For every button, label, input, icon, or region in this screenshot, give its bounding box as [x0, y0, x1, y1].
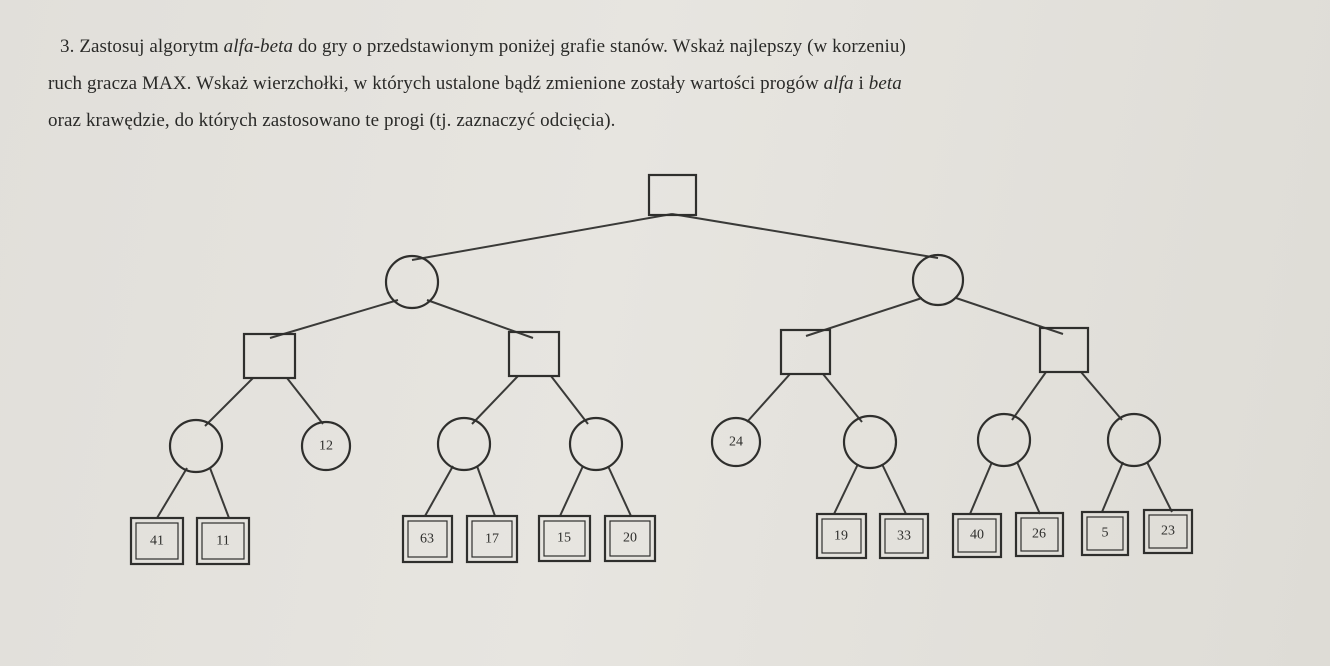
value-label-12: 12 [319, 439, 333, 454]
edge-min-to-63 [424, 465, 454, 517]
leaf-23: 23 [1142, 508, 1194, 555]
root-max-node [647, 173, 698, 217]
task-line-1: 3. Zastosuj algorytm alfa-beta do gry o … [48, 28, 1288, 65]
max-node-b [507, 330, 561, 378]
leaf-value: 63 [420, 532, 434, 547]
edge-min-to-26 [1016, 461, 1041, 515]
task-number: 3. [60, 36, 75, 57]
edge-max-c-to-24 [746, 373, 791, 423]
leaf-11: 11 [195, 516, 251, 566]
leaf-41: 41 [129, 516, 185, 566]
min-node-left [384, 254, 440, 310]
task-line-1-text-b: do gry o przedstawionym poniżej grafie s… [293, 36, 906, 57]
value-node-12: 12 [300, 420, 352, 472]
edge-root-left [411, 213, 673, 261]
leaf-26: 26 [1014, 511, 1065, 558]
task-description: 3. Zastosuj algorytm alfa-beta do gry o … [48, 28, 1288, 139]
edge-min-to-40 [969, 461, 993, 515]
min-node-b2 [568, 416, 624, 472]
min-node-right [911, 253, 965, 307]
max-node-c [779, 328, 832, 376]
leaf-17: 17 [465, 514, 519, 564]
edge-min-to-5 [1101, 461, 1124, 513]
leaf-value: 15 [557, 531, 571, 546]
leaf-33: 33 [878, 512, 930, 560]
task-term-beta: beta [868, 73, 902, 94]
edge-l-min-to-max-a [269, 299, 399, 339]
max-node-d [1038, 326, 1090, 374]
edge-min-to-41 [156, 467, 188, 519]
min-node-a1 [168, 418, 224, 474]
leaf-40: 40 [951, 512, 1003, 559]
edge-min-to-15 [559, 465, 584, 517]
edge-min-to-20 [607, 465, 632, 517]
min-node-d2 [1106, 412, 1162, 468]
leaf-15: 15 [537, 514, 592, 563]
leaf-value: 5 [1102, 526, 1109, 541]
min-node-c2 [842, 414, 898, 470]
leaf-value: 23 [1161, 524, 1175, 539]
edge-min-to-17 [476, 465, 496, 517]
task-line-2-text-b: i [853, 73, 869, 94]
task-line-1-text-a: Zastosuj algorytm [79, 36, 224, 57]
edge-root-right [671, 213, 939, 259]
min-node-d1 [976, 412, 1032, 468]
value-node-24: 24 [710, 416, 762, 468]
min-node-b1 [436, 416, 492, 472]
tree-edges [156, 213, 1173, 519]
leaf-20: 20 [603, 514, 657, 563]
leaf-value: 41 [150, 534, 164, 549]
edge-max-c-to-min [822, 373, 863, 423]
edge-min-to-23 [1146, 461, 1173, 513]
task-term-alfa-beta: alfa-beta [223, 36, 294, 57]
leaf-value: 20 [623, 531, 637, 546]
max-node-a [242, 332, 297, 380]
leaf-19: 19 [815, 512, 868, 560]
edge-max-d-to-min-b [1080, 371, 1123, 421]
task-line-2: ruch gracza MAX. Wskaż wierzchołki, w kt… [48, 65, 1288, 102]
leaf-value: 26 [1032, 527, 1046, 542]
leaf-value: 19 [834, 529, 848, 544]
edge-min-to-11 [209, 467, 230, 519]
task-line-2-text-a: ruch gracza MAX. Wskaż wierzchołki, w kt… [48, 73, 824, 94]
value-label-24: 24 [729, 435, 743, 450]
leaf-5: 5 [1080, 510, 1130, 557]
leaf-63: 63 [401, 514, 454, 564]
edge-min-to-19 [833, 463, 859, 515]
leaf-value: 11 [216, 534, 229, 549]
leaf-value: 33 [897, 529, 911, 544]
task-line-3: oraz krawędzie, do których zastosowano t… [48, 110, 616, 131]
edge-min-to-33 [881, 463, 907, 515]
leaf-value: 40 [970, 528, 984, 543]
edge-max-a-to-12 [286, 377, 324, 425]
edge-max-d-to-min-a [1011, 371, 1047, 421]
edge-max-b-to-min-b [550, 375, 589, 425]
edge-max-b-to-min-a [471, 375, 519, 425]
edge-max-a-to-min [204, 377, 254, 427]
task-term-alfa: alfa [823, 73, 854, 94]
leaf-value: 17 [485, 532, 499, 547]
